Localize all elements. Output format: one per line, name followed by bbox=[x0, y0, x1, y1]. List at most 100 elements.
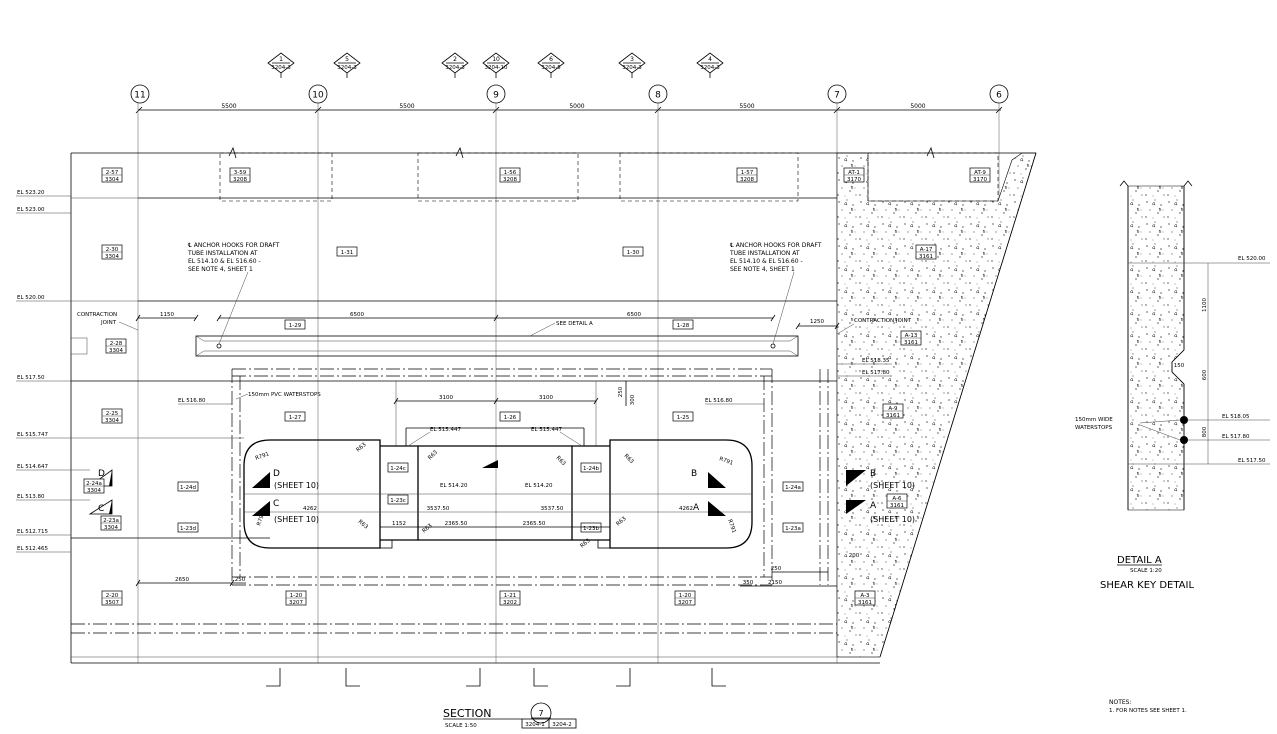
grid-bubble[interactable]: 9 bbox=[486, 84, 506, 104]
dimension-text: 3537.50 bbox=[541, 506, 564, 512]
pour-label[interactable]: 1-31 bbox=[336, 246, 358, 257]
section-marker[interactable]: 1 3204-3 bbox=[267, 52, 295, 78]
pour-label[interactable]: 1-26 bbox=[499, 411, 521, 422]
elevation-label: EL 523.00 bbox=[17, 207, 45, 213]
dimension-text: 350 bbox=[743, 580, 754, 586]
radius-label: R791 bbox=[256, 511, 267, 527]
grid-bubble[interactable]: 8 bbox=[648, 84, 668, 104]
pour-label-text: 1-29 bbox=[289, 323, 302, 329]
tag-bottom: 3304 bbox=[109, 348, 123, 354]
tag-bottom: 3208 bbox=[740, 177, 754, 183]
pour-label[interactable]: 1-23d bbox=[177, 522, 199, 533]
grid-bubble[interactable]: 6 bbox=[989, 84, 1009, 104]
grid-bubble[interactable]: 10 bbox=[308, 84, 328, 104]
tag-top: 2-20 bbox=[106, 593, 119, 599]
section-marker[interactable]: 6 3204-5 bbox=[537, 52, 565, 78]
pour-label[interactable]: 1-25 bbox=[672, 411, 694, 422]
elevation-label: EL 512.465 bbox=[17, 546, 49, 552]
pour-label-text: 1-24c bbox=[390, 466, 406, 472]
grid-dimension-line: 5500 5500 5000 5500 5000 bbox=[135, 103, 1003, 114]
pour-label[interactable]: 1-24a bbox=[782, 481, 804, 492]
pour-label[interactable]: 1-27 bbox=[284, 411, 306, 422]
tag-top: AT-1 bbox=[848, 170, 860, 176]
tag-bottom: 3207 bbox=[678, 600, 692, 606]
pour-label[interactable]: 1-23b bbox=[580, 522, 602, 533]
dimension-text: 300 bbox=[630, 394, 636, 405]
notes-title: NOTES: bbox=[1109, 699, 1132, 706]
section-marker[interactable]: 3 3204-3 bbox=[618, 52, 646, 78]
section-marker[interactable]: 4 3204-3 bbox=[696, 52, 724, 78]
pour-label[interactable]: 1-23a bbox=[782, 522, 804, 533]
grid-bubble[interactable]: 7 bbox=[827, 84, 847, 104]
pour-label[interactable]: 1-24d bbox=[177, 481, 199, 492]
pour-label[interactable]: 1-24c bbox=[387, 462, 409, 473]
section-marker[interactable]: 10 3204-10 bbox=[482, 52, 510, 78]
dimension-text: 6500 bbox=[350, 312, 364, 318]
section-marker[interactable]: 5 3204-3 bbox=[333, 52, 361, 78]
note-line: EL 514.10 & EL 516.60 - bbox=[188, 258, 261, 265]
tag-top: 3-59 bbox=[234, 170, 247, 176]
dimension-text: 2365.50 bbox=[523, 521, 546, 527]
detail-elevation: EL 517.80 bbox=[1222, 434, 1250, 440]
tag-top: 1-56 bbox=[504, 170, 517, 176]
radius-label: R63 bbox=[357, 519, 370, 531]
detail-dimension: 1100 bbox=[1202, 298, 1208, 312]
note-line: SEE NOTE 4, SHEET 1 bbox=[730, 266, 795, 273]
tag-bottom: 3161 bbox=[886, 413, 900, 419]
pour-label[interactable]: 1-23c bbox=[387, 494, 409, 505]
cut-letter: C bbox=[273, 499, 279, 509]
pour-label[interactable]: 1-28 bbox=[672, 319, 694, 330]
pour-label[interactable]: 1-24b bbox=[580, 462, 602, 473]
contraction-joint-right: CONTRACTION JOINT bbox=[836, 318, 912, 335]
grid-label: 7 bbox=[834, 91, 840, 101]
tag-bottom: 3207 bbox=[289, 600, 303, 606]
section-title: SECTION bbox=[443, 707, 491, 720]
grid-dimension: 5500 bbox=[399, 103, 414, 110]
cut-letter: D bbox=[273, 469, 280, 479]
tag-bottom: 3208 bbox=[233, 177, 247, 183]
tag-bottom: 3170 bbox=[973, 177, 987, 183]
elevation-label: EL 520.00 bbox=[17, 295, 45, 301]
side-cut-letter: A bbox=[870, 501, 877, 511]
pour-label[interactable]: 1-29 bbox=[284, 319, 306, 330]
dimension-text: 2150 bbox=[768, 580, 782, 586]
cut-sheet: (SHEET 10) bbox=[274, 515, 319, 524]
tag-bottom: 3304 bbox=[87, 488, 101, 494]
pour-label-text: 1-30 bbox=[627, 250, 640, 256]
pour-label-text: 1-24a bbox=[785, 485, 801, 491]
detail-dimension: 800 bbox=[1202, 426, 1208, 437]
section-marker[interactable]: 2 3204-3 bbox=[441, 52, 469, 78]
grid-bubble[interactable]: 11 bbox=[130, 84, 150, 104]
elevation-label: EL 513.80 bbox=[17, 494, 45, 500]
tag-bottom: 3304 bbox=[105, 418, 119, 424]
grid-dimension: 5500 bbox=[221, 103, 236, 110]
pour-label[interactable]: 1-30 bbox=[622, 246, 644, 257]
tag-bottom: 3304 bbox=[105, 177, 119, 183]
elevation-note: EL 515.447 bbox=[531, 427, 563, 433]
tag-bottom: 3170 bbox=[847, 177, 861, 183]
grid-dimension: 5500 bbox=[739, 103, 754, 110]
foot-marks bbox=[266, 668, 726, 687]
cut-letter: B bbox=[691, 469, 697, 479]
